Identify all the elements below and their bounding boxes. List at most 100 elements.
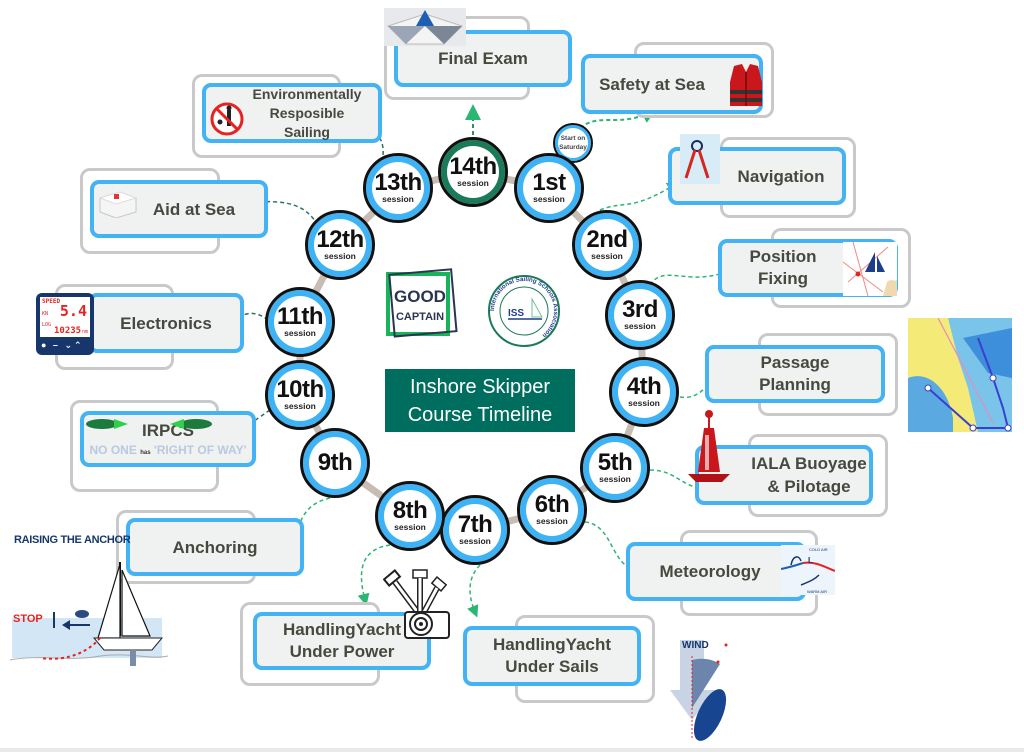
link-position (649, 265, 741, 286)
topic-label: Environmentally (252, 85, 362, 102)
title-line: Course Timeline (407, 403, 553, 426)
topic-label: & Pilotage (767, 477, 851, 496)
session-number: 1st (532, 169, 566, 196)
topic-meteorology[interactable]: Meteorology (626, 542, 806, 601)
stop-label: STOP (13, 613, 43, 625)
topic-label: HandlingYacht (282, 620, 402, 639)
cold-air-label: COLD AIR (809, 547, 828, 552)
speed-log-icon: SPEED KN 5.4 LOG 10235 nm ● – ⌄⌃ (36, 293, 94, 355)
topic-label: Under Sails (505, 657, 599, 676)
topic-label: Meteorology (659, 562, 761, 581)
session-label: session (382, 194, 414, 204)
topic-label: Position (749, 247, 817, 266)
link-sails (467, 564, 481, 618)
tagline-part: 'RIGHT OF WAY' (153, 443, 247, 457)
weather-front-icon: L COLD AIR WARM AIR (781, 545, 835, 595)
topic-safety[interactable]: Safety at Sea (581, 54, 763, 114)
session-label: session (628, 398, 660, 408)
red-buoy-icon (688, 410, 730, 482)
issa-center-text: ISS (508, 308, 524, 319)
session-label: session (324, 251, 356, 261)
topic-label: Under Power (289, 642, 395, 661)
compass-divider-icon (680, 134, 720, 184)
session-number: 5th (597, 449, 633, 476)
session-number: 6th (534, 491, 570, 518)
topic-electronics[interactable]: Electronics (88, 293, 244, 353)
link-navigation (599, 181, 680, 211)
issa-logo: International Sailing Schools Associatio… (488, 275, 560, 347)
irpcs-tagline: NO ONE has 'RIGHT OF WAY' (90, 442, 247, 461)
session-label: session (394, 522, 426, 532)
session-label: session (459, 536, 491, 546)
logo-line1: GOOD (394, 287, 446, 306)
topic-label: Safety at Sea (599, 74, 705, 94)
topic-label: Electronics (120, 313, 212, 333)
good-captain-logo: GOOD CAPTAIN (386, 268, 458, 338)
wind-sailing-icon: WIND (670, 640, 728, 741)
topic-anchoring[interactable]: Anchoring (126, 518, 304, 576)
link-power (357, 544, 391, 606)
session-number: 11th (276, 303, 324, 330)
topic-label: Resposible (269, 104, 345, 121)
engine-throttle-icon (383, 569, 450, 639)
two-boats-icon (86, 419, 212, 429)
device-buttons: ● – ⌄⌃ (41, 340, 84, 350)
session-label: session (284, 328, 316, 338)
chart-plotter-map-icon (908, 318, 1012, 432)
topic-label: Final Exam (438, 49, 528, 68)
wind-label: WIND (682, 640, 709, 651)
title-line: Inshore Skipper (409, 375, 551, 398)
topic-label: Sailing (284, 123, 330, 140)
session-number: 12th (316, 226, 364, 253)
start-badge-line: Saturday (559, 144, 587, 151)
topic-label: HandlingYacht (492, 635, 612, 654)
session-label: session (536, 516, 568, 526)
log-unit: nm (81, 329, 88, 335)
no-littering-icon (210, 102, 244, 136)
low-pressure-label: L (808, 556, 813, 565)
warm-air-label: WARM AIR (807, 589, 827, 594)
paper-boat-icon (384, 8, 466, 46)
session-number: 14th (449, 153, 497, 180)
session-label: session (284, 401, 316, 411)
session-label: session (624, 321, 656, 331)
topic-label: Anchoring (172, 537, 258, 557)
anchor-raising-icon (10, 562, 168, 666)
session-label: session (599, 474, 631, 484)
link-meteorology (584, 521, 646, 576)
session-label: session (457, 178, 489, 188)
session-number: 2nd (586, 226, 628, 253)
topic-label: IALA Buoyage (751, 454, 867, 473)
tagline-part: has (140, 450, 151, 456)
position-fix-icon (843, 242, 897, 296)
session-number: 9th (317, 449, 353, 476)
tagline-part: NO ONE (89, 443, 137, 457)
bottom-border (0, 748, 1024, 752)
session-label: session (533, 194, 565, 204)
topic-label: Passage (760, 353, 830, 372)
session-node-9[interactable]: 9th (300, 428, 370, 498)
log-value: 10235 (54, 326, 82, 336)
life-jacket-icon (730, 64, 762, 106)
speed-label: SPEED (42, 298, 61, 305)
session-number: 3rd (622, 296, 658, 323)
start-badge-line: Start on (560, 135, 586, 142)
anchor-caption: RAISING THE ANCHOR (14, 534, 131, 546)
topic-aid[interactable]: Aid at Sea (90, 180, 268, 238)
